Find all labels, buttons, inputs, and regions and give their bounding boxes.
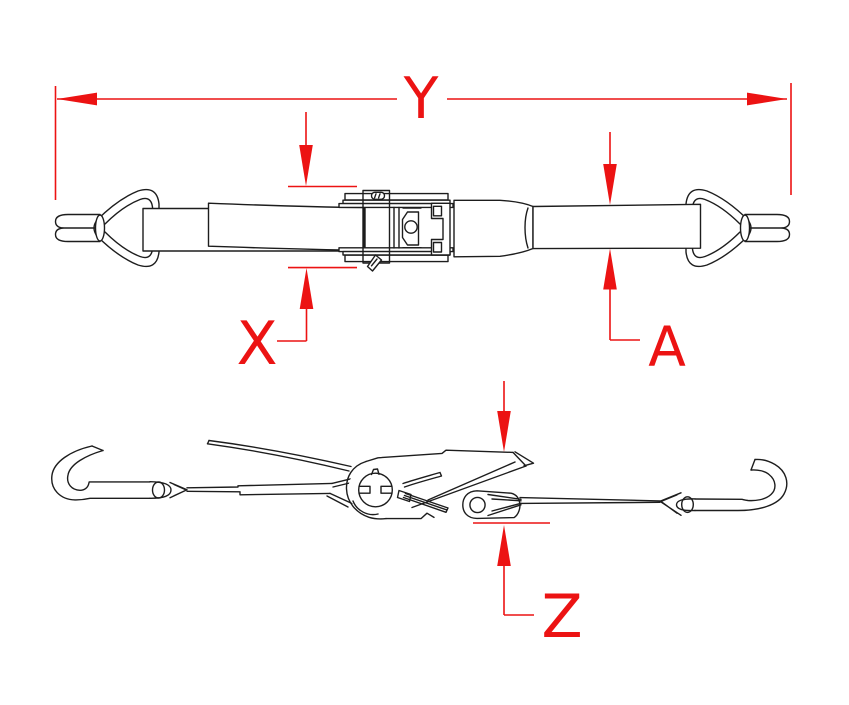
webbing-gather-fan [487, 493, 522, 517]
arrowhead-up [497, 525, 511, 566]
webbing-side-left [186, 476, 361, 508]
webbing-side-right [519, 492, 682, 516]
hook-inner [66, 449, 151, 492]
dimension-y: Y [54, 66, 792, 200]
hook-eye [681, 496, 695, 514]
leader-line [503, 565, 534, 616]
body-lower-lip [352, 500, 379, 516]
release-lever [402, 492, 449, 513]
top-view-ratchet-strap [54, 188, 791, 272]
arrowhead-down [603, 164, 617, 205]
ratchet-buckle-top [338, 189, 534, 272]
right-end-fitting [739, 213, 791, 243]
left-wire-fold [94, 214, 106, 242]
axle-plate [344, 254, 449, 263]
axle-pin-hole [404, 220, 418, 234]
bracket-slot [432, 205, 443, 217]
dim-label-a: A [648, 315, 686, 379]
leader-line [609, 288, 640, 341]
clip-detail [373, 193, 381, 199]
handle-top-edge [365, 449, 514, 463]
body-left-arc [345, 460, 387, 520]
handle-nose-spike [514, 451, 535, 467]
handle-inner-edge [427, 461, 516, 501]
pawl-spring [402, 471, 443, 488]
spool [358, 472, 394, 508]
hook-tip-face [91, 445, 104, 452]
arrowhead-up [299, 268, 314, 309]
handle-lower-edge [411, 465, 527, 509]
right-wire-fold [739, 214, 751, 242]
dim-label-y: Y [403, 66, 439, 132]
bracket-slot [432, 241, 443, 253]
webbing-right [532, 203, 702, 250]
arrowhead-down [299, 145, 313, 186]
dimension-x: X [236, 112, 357, 379]
axle-plate [344, 192, 449, 201]
left-delta-hook [54, 188, 160, 268]
arrowhead-right [747, 92, 787, 106]
leader-line [277, 308, 308, 342]
release-tab-line [370, 258, 378, 267]
webbing-taper [453, 199, 534, 258]
left-j-hook [51, 445, 188, 501]
arrowhead-up [603, 248, 617, 290]
ratchet-side [345, 449, 535, 520]
hook-eye-cap [675, 498, 696, 512]
hook-outer [694, 458, 788, 512]
frame-column [393, 206, 400, 249]
dim-label-z: Z [541, 582, 582, 652]
dimension-z: Z [473, 381, 583, 652]
dim-label-x: X [236, 309, 277, 379]
link-arm-hole [469, 496, 486, 514]
handle-bracket [430, 202, 451, 256]
dimension-a: A [603, 132, 686, 379]
hook-eye [151, 481, 166, 499]
webbing-sewn-overlap [207, 202, 365, 252]
webbing-fold-left [169, 481, 188, 499]
spring-clip [370, 191, 386, 201]
axle-plate [338, 202, 454, 209]
webbing-gather [524, 207, 529, 249]
hook-outer [51, 445, 151, 501]
hook-inner [694, 469, 776, 502]
side-view-ratchet-strap [51, 439, 788, 520]
body-bottom-edge [385, 512, 435, 520]
right-j-hook [675, 458, 788, 514]
webbing-tail [206, 439, 352, 472]
hook-tip-face [750, 458, 756, 471]
block-edges [402, 207, 422, 249]
arrowhead-left [57, 92, 97, 106]
body-mask [348, 450, 526, 519]
spool-key [370, 468, 380, 476]
webbing-fold-right [659, 492, 682, 516]
handle-nose [512, 451, 527, 467]
spool-slot [358, 485, 393, 494]
arrowhead-down [497, 411, 511, 452]
